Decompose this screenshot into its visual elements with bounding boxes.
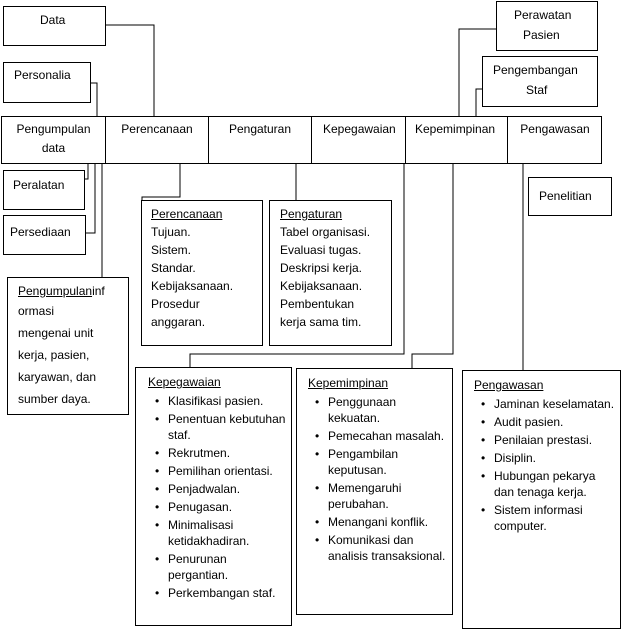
connector-peralatan <box>85 163 89 180</box>
pengawasan-item: Sistem informasi computer. <box>481 502 616 534</box>
connector-personalia <box>91 82 98 116</box>
personalia-box-label: Personalia <box>14 68 71 82</box>
perawatan-line2: Pasien <box>523 28 560 42</box>
perencanaan-line: Prosedur <box>151 297 200 311</box>
penelitian-box: Penelitian <box>528 177 612 216</box>
kepemimpinan-item: Penggunaan kekuatan. <box>315 394 448 426</box>
pengawasan-label: Pengawasan <box>520 122 590 136</box>
pengaturan-detail-title: Pengaturan <box>280 207 343 221</box>
kepegawaian-item: Penugasan. <box>155 499 287 515</box>
kepemimpinan-item: Memengaruhi perubahan. <box>315 480 448 512</box>
personalia-box: Personalia <box>3 62 91 103</box>
cell-kepemimpinan: Kepemimpinan <box>406 117 508 163</box>
cell-pengaturan: Pengaturan <box>209 117 312 163</box>
data-box: Data <box>3 6 106 46</box>
kepegawaian-item: Klasifikasi pasien. <box>155 393 287 409</box>
pengumpulan-line: mengenai unit <box>18 326 94 340</box>
pengaturan-line: kerja sama tim. <box>280 315 362 329</box>
connector-perencanaan <box>141 163 181 200</box>
kepegawaian-detail-title: Kepegawaian <box>148 375 221 389</box>
pengawasan-item: Audit pasien. <box>481 414 616 430</box>
pengumpulan-line: sumber daya. <box>18 392 91 406</box>
pengembangan-line2: Staf <box>526 83 548 97</box>
kepemimpinan-item: Komunikasi dan analisis transaksional. <box>315 532 448 564</box>
kepegawaian-item: Perkembangan staf. <box>155 585 287 601</box>
penelitian-box-label: Penelitian <box>539 189 592 203</box>
perencanaan-line: Standar. <box>151 261 196 275</box>
pengumpulan-detail-title: Pengumpulan <box>18 284 93 298</box>
pengawasan-item: Disiplin. <box>481 450 616 466</box>
pengawasan-detail-title: Pengawasan <box>474 378 544 392</box>
perencanaan-line: Sistem. <box>151 243 192 257</box>
kepemimpinan-item: Pemecahan masalah. <box>315 428 448 444</box>
kepegawaian-item: Penentuan kebutuhan staf. <box>155 411 287 443</box>
cell-kepegawaian: Kepegawaian <box>312 117 406 163</box>
perawatan-pasien-box: Perawatan Pasien <box>496 1 598 51</box>
kepemimpinan-item: Menangani konflik. <box>315 514 448 530</box>
cell-perencanaan: Perencanaan <box>106 117 209 163</box>
cell-pengumpulan: Pengumpulan data <box>2 117 106 163</box>
pengaturan-line: Evaluasi tugas. <box>280 243 362 257</box>
perencanaan-line: anggaran. <box>151 315 206 329</box>
pengumpulan-detail-title-suffix: inf <box>92 284 105 298</box>
pengumpulan-line1: Pengumpulan <box>16 122 91 136</box>
cell-pengawasan: Pengawasan <box>508 117 602 163</box>
peralatan-box-label: Peralatan <box>13 178 65 192</box>
pengaturan-label: Pengaturan <box>228 122 292 136</box>
data-box-label: Data <box>40 13 66 27</box>
kepemimpinan-detail-title: Kepemimpinan <box>308 376 389 390</box>
kepegawaian-item: Penjadwalan. <box>155 481 287 497</box>
connector-data <box>106 24 155 116</box>
pengumpulan-line: karyawan, dan <box>18 370 97 384</box>
pengumpulan-line2: data <box>41 141 66 155</box>
pengawasan-item: Jaminan keselamatan. <box>481 396 616 412</box>
kepemimpinan-item: Pengambilan keputusan. <box>315 446 448 478</box>
persediaan-box-label: Persediaan <box>10 225 71 239</box>
pengawasan-item: Penilaian prestasi. <box>481 432 616 448</box>
connector-kepemimpinan <box>411 163 454 368</box>
process-row: Pengumpulan data Perencanaan Pengaturan … <box>1 116 602 164</box>
pengawasan-item: Hubungan pekarya dan tenaga kerja. <box>481 468 616 500</box>
kepemimpinan-detail-box: Kepemimpinan Penggunaan kekuatan. Pemeca… <box>296 368 453 615</box>
pengawasan-detail-box: Pengawasan Jaminan keselamatan. Audit pa… <box>462 370 621 629</box>
kepegawaian-item: Rekrutmen. <box>155 445 287 461</box>
perencanaan-label: Perencanaan <box>121 122 193 136</box>
perencanaan-detail-title: Perencanaan <box>151 207 223 221</box>
pengumpulan-line: ormasi <box>18 304 55 318</box>
pengaturan-line: Pembentukan <box>280 297 355 311</box>
kepegawaian-label: Kepegawaian <box>323 122 396 136</box>
pengaturan-line: Kebijaksanaan. <box>280 279 363 293</box>
kepegawaian-item: Minimalisasi ketidakhadiran. <box>155 517 287 549</box>
pengumpulan-line: kerja, pasien, <box>18 348 90 362</box>
pengembangan-staf-box: Pengembangan Staf <box>482 56 598 107</box>
kepegawaian-item: Penurunan pergantian. <box>155 551 287 583</box>
pengaturan-line: Deskripsi kerja. <box>280 261 363 275</box>
pengaturan-line: Tabel organisasi. <box>280 225 371 239</box>
perencanaan-line: Tujuan. <box>151 225 191 239</box>
kepemimpinan-label: Kepemimpinan <box>415 122 496 136</box>
perencanaan-line: Kebijaksanaan. <box>151 279 234 293</box>
kepegawaian-item: Pemilihan orientasi. <box>155 463 287 479</box>
perencanaan-detail-box: Perencanaan Tujuan. Sistem. Standar. Keb… <box>141 200 263 346</box>
pengumpulan-detail-box: Pengumpulaninf ormasi mengenai unit kerj… <box>7 277 129 415</box>
peralatan-box: Peralatan <box>3 170 85 210</box>
persediaan-box: Persediaan <box>3 215 86 255</box>
pengembangan-line1: Pengembangan <box>493 63 578 77</box>
pengaturan-detail-box: Pengaturan Tabel organisasi. Evaluasi tu… <box>269 200 392 346</box>
connector-persediaan <box>86 163 96 234</box>
perawatan-line1: Perawatan <box>514 8 572 22</box>
kepegawaian-detail-box: Kepegawaian Klasifikasi pasien. Penentua… <box>135 367 292 626</box>
